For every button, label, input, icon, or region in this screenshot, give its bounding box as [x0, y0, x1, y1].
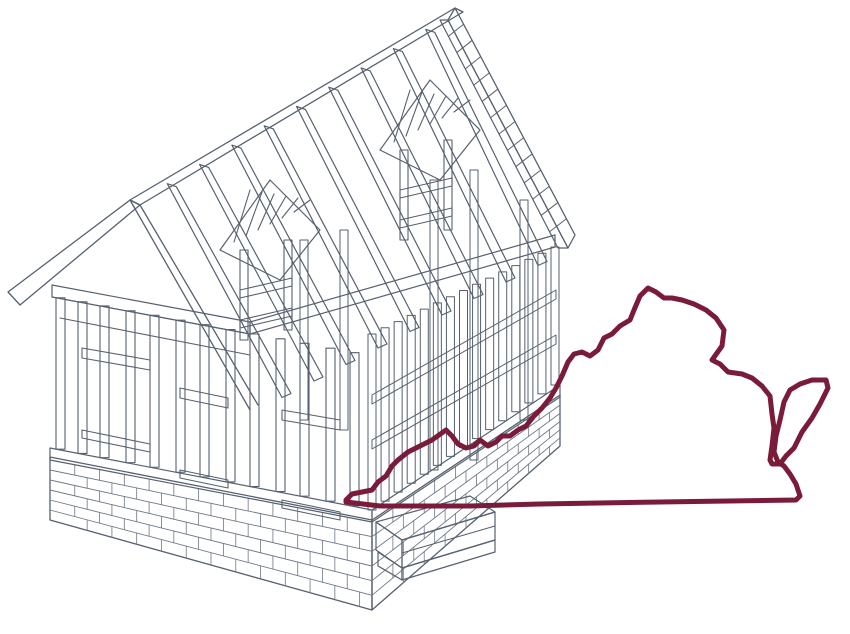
dormer-header — [399, 177, 453, 199]
ladder-rung — [506, 137, 525, 151]
dormer-stud — [405, 91, 423, 137]
ladder-rung — [473, 72, 490, 86]
window-header — [81, 347, 151, 371]
wall-stud — [406, 314, 416, 484]
ladder-rung — [515, 153, 533, 168]
ladder-rung — [549, 218, 567, 233]
window-sill — [81, 429, 151, 453]
wall-stud — [380, 327, 390, 502]
ladder-rung — [481, 88, 499, 102]
wall-stud — [393, 321, 403, 493]
dormer-stud — [269, 195, 287, 225]
dormer-sill — [399, 207, 453, 229]
wall-stud — [485, 277, 495, 431]
rafter — [295, 105, 420, 333]
rafter — [328, 86, 452, 316]
wall-stud — [225, 328, 236, 483]
interior-post — [339, 229, 349, 431]
ladder-rung — [532, 185, 550, 200]
wall-blocking — [371, 289, 557, 405]
virginia-outline-icon — [343, 285, 831, 509]
dormer-roof — [219, 179, 321, 281]
ladder-rung — [498, 121, 516, 135]
dormer-stud — [233, 189, 251, 243]
ladder-rung — [523, 169, 542, 184]
wall-stud — [419, 308, 429, 475]
interior-post — [299, 239, 309, 421]
wall-stud — [445, 296, 455, 457]
foundation-block — [49, 394, 561, 611]
dormer-sill — [239, 307, 293, 329]
wall-stud — [498, 271, 508, 422]
interior-post — [519, 199, 529, 421]
wall-stud — [537, 252, 547, 395]
house-frame-icon — [7, 7, 576, 611]
wall-stud — [77, 301, 88, 454]
window-header — [179, 387, 229, 409]
wall-blocking — [371, 334, 557, 450]
wall-stud — [459, 290, 468, 448]
dormer-stud — [281, 197, 299, 219]
ladder-rung — [456, 39, 473, 54]
dormer-stud — [429, 95, 447, 125]
wall-stud — [125, 310, 136, 464]
ladder-rung — [447, 23, 465, 37]
wall-stud — [149, 314, 160, 468]
roof-dormers — [219, 79, 481, 341]
wall-stud — [275, 338, 286, 493]
dormer-header — [239, 277, 293, 299]
wall-stud — [249, 333, 260, 488]
wall-stud — [550, 246, 560, 386]
front-gable — [7, 199, 259, 411]
ladder-rung — [464, 56, 482, 70]
entry-steps — [375, 495, 496, 581]
dormer-stud — [245, 191, 263, 237]
wall-stud — [199, 324, 210, 478]
wall-stud — [524, 258, 534, 404]
rafter — [263, 125, 388, 349]
dormer-right — [379, 79, 481, 241]
window-header — [281, 409, 341, 431]
wall-stud — [472, 283, 482, 440]
dormer-stud — [441, 97, 459, 119]
rafter — [439, 19, 569, 249]
interior-post — [429, 179, 439, 471]
wall-stud — [55, 297, 66, 450]
rafter — [360, 67, 484, 300]
window-sill — [179, 469, 229, 489]
dormer-left — [219, 179, 321, 341]
dormer-stud — [393, 89, 411, 143]
wall-stud — [325, 347, 336, 502]
interior-framing — [299, 169, 529, 471]
ladder-rung — [540, 202, 559, 216]
dormer-stud — [417, 93, 435, 131]
dormer-stud — [293, 199, 311, 213]
dormer-roof — [379, 79, 481, 181]
wall-stud — [367, 333, 377, 511]
interior-post — [469, 169, 479, 461]
ladder-rung — [490, 104, 507, 119]
front-wall-studs — [55, 297, 360, 521]
wall-stud — [432, 302, 442, 466]
wall-stud — [511, 265, 521, 413]
wall-stud — [99, 305, 110, 459]
dormer-stud — [453, 99, 471, 113]
window-sill — [281, 499, 341, 521]
wall-stud — [349, 352, 360, 507]
side-wall-studs — [367, 246, 560, 511]
dormer-stud — [257, 193, 275, 231]
